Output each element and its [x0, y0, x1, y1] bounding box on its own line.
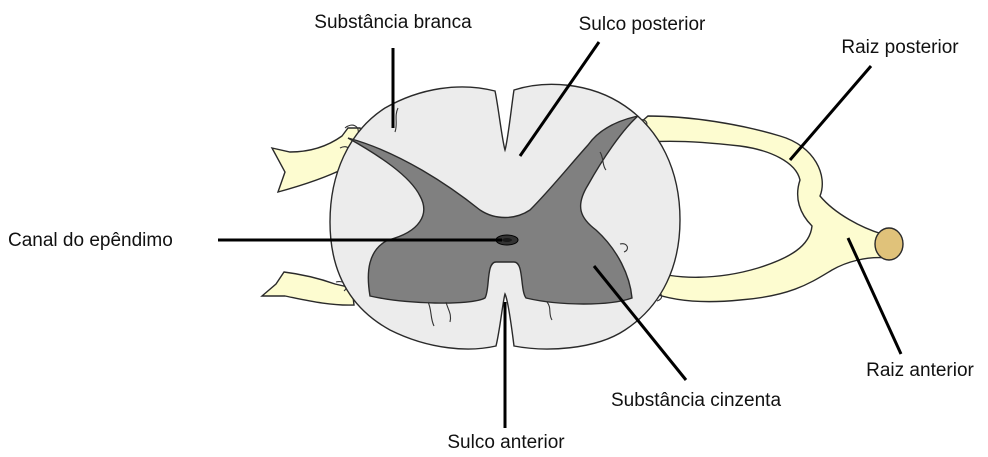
label-canal-do-ependimo: Canal do epêndimo	[8, 230, 173, 251]
label-sulco-posterior: Sulco posterior	[579, 14, 706, 35]
leader-raiz-posterior	[790, 66, 871, 160]
label-substancia-branca: Substância branca	[314, 12, 472, 33]
label-substancia-cinzenta: Substância cinzenta	[611, 390, 781, 411]
label-raiz-anterior: Raiz anterior	[866, 360, 974, 381]
nerve-stump	[875, 228, 903, 260]
label-sulco-anterior: Sulco anterior	[447, 432, 565, 453]
label-raiz-posterior: Raiz posterior	[841, 37, 959, 58]
